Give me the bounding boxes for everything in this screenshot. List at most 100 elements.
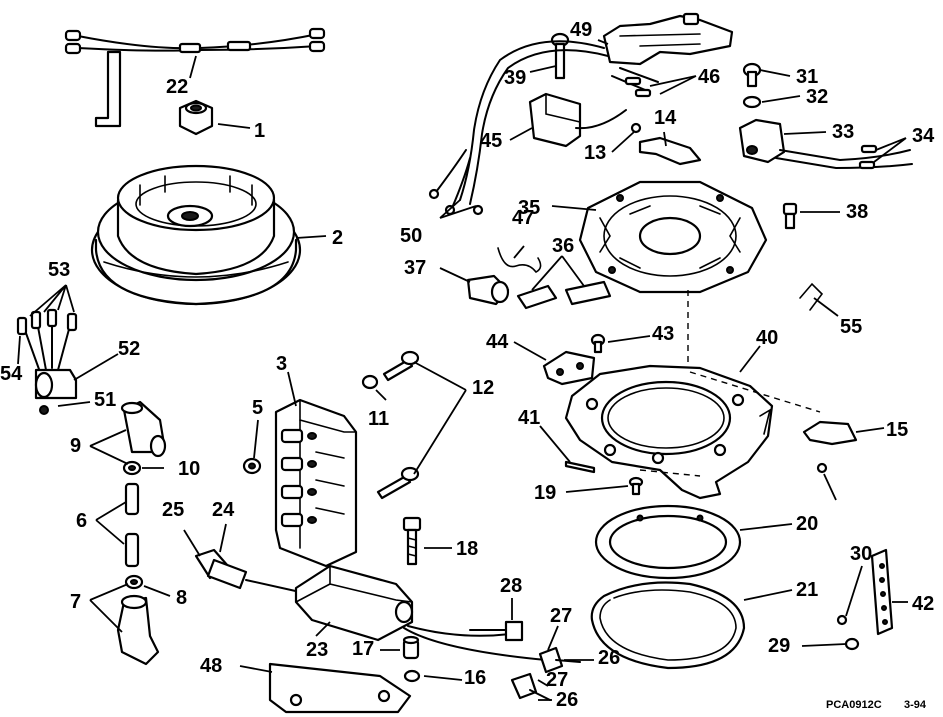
callout-3: 3: [276, 353, 287, 375]
part-36-sleeves: [516, 280, 612, 310]
part-18-bolt: [402, 516, 422, 566]
part-9-elbow-hose: [120, 400, 167, 458]
callout-49: 49: [570, 19, 592, 41]
part-37-connector: [466, 274, 510, 306]
callout-17: 17: [352, 638, 374, 660]
callout-51: 51: [94, 389, 116, 411]
part-35-stator-plate: [578, 180, 768, 294]
part-49-switch-assembly: [459, 12, 734, 205]
callout-11: 11: [368, 408, 389, 430]
part-13-screw-lower: [816, 462, 828, 474]
callout-10: 10: [178, 458, 200, 480]
callout-2: 2: [332, 227, 343, 249]
part-24-spark-plug-boot: [206, 558, 301, 593]
callout-24: 24: [212, 499, 235, 521]
callout-8: 8: [176, 587, 187, 609]
callout-40: 40: [756, 327, 778, 349]
callout-30: 30: [850, 543, 872, 565]
part-5-washer: [242, 457, 262, 475]
callout-37: 37: [404, 257, 426, 279]
callout-38: 38: [846, 201, 868, 223]
date-code: 3-94: [904, 699, 927, 711]
callout-6: 6: [76, 510, 87, 532]
part-39-screw: [550, 32, 570, 80]
callout-47: 47: [512, 207, 534, 229]
part-6-tubes: [124, 482, 140, 568]
part-16-washer: [403, 669, 421, 683]
callout-53: 53: [48, 259, 70, 281]
callout-29: 29: [768, 635, 790, 657]
callout-44: 44: [486, 331, 509, 353]
part-21-retaining-ring: [590, 581, 746, 670]
part-7-elbow: [116, 594, 160, 666]
part-31-screw: [742, 62, 762, 88]
callout-55: 55: [840, 316, 862, 338]
callout-16: 16: [464, 667, 486, 689]
part-26-terminal: [529, 659, 581, 701]
part-44-bracket: [542, 350, 596, 386]
part-42-terminal-strip: [870, 548, 894, 636]
callout-20: 20: [796, 513, 818, 535]
callout-15: 15: [886, 419, 908, 441]
part-14-clip: [638, 136, 702, 166]
callout-27-upper: 27: [550, 605, 572, 627]
part-17-spacer: [402, 635, 420, 660]
part-38-screw: [782, 202, 798, 230]
part-43-screw: [590, 333, 606, 354]
callout-5: 5: [252, 397, 263, 419]
part-22-wire-harness: [64, 27, 326, 128]
part-47-retainer-clip: [497, 247, 542, 274]
callout-25: 25: [162, 499, 184, 521]
callout-50: 50: [400, 225, 422, 247]
callout-48: 48: [200, 655, 222, 677]
callout-22: 22: [166, 76, 188, 98]
callout-41: 41: [518, 407, 540, 429]
callout-35: 35: [518, 197, 540, 219]
callout-33: 33: [832, 121, 854, 143]
callout-45: 45: [480, 130, 502, 152]
callout-52: 52: [118, 338, 140, 360]
callout-39: 39: [504, 67, 526, 89]
part-33-charge-coil: [738, 118, 913, 170]
callout-19: 19: [534, 482, 556, 504]
part-2-flywheel: [90, 164, 302, 306]
part-15-cam-follower: [802, 420, 858, 446]
callout-43: 43: [652, 323, 674, 345]
part-10-clamp: [122, 460, 142, 476]
callout-31: 31: [796, 66, 818, 88]
callout-28: 28: [500, 575, 522, 597]
part-45-sensor: [528, 92, 627, 148]
part-30-screw: [836, 614, 848, 626]
callout-32: 32: [806, 86, 828, 108]
part-34-terminals: [858, 144, 878, 170]
callout-14: 14: [654, 107, 677, 129]
callout-42: 42: [912, 593, 934, 615]
callout-34: 34: [912, 125, 935, 147]
part-8-clamp: [124, 574, 144, 590]
callout-12: 12: [472, 377, 494, 399]
part-12-screws: [376, 350, 420, 500]
part-28-terminal: [469, 620, 524, 642]
part-23-ignition-coil: [294, 564, 547, 661]
part-41-screw: [564, 460, 596, 474]
part-46-leads: [611, 67, 659, 98]
callout-26-lower: 26: [556, 689, 578, 711]
callout-46: 46: [698, 66, 720, 88]
leader-lines: [17, 39, 908, 701]
callout-1: 1: [254, 120, 265, 142]
part-32-washer: [742, 95, 762, 109]
part-11-washer: [361, 374, 379, 390]
part-1-flywheel-nut: [178, 99, 214, 136]
callout-26-upper: 26: [598, 647, 620, 669]
part-52-connector-block: [16, 308, 78, 415]
callout-13-upper: 13: [584, 142, 606, 164]
part-27-terminal-boot: [510, 646, 564, 700]
callout-54: 54: [0, 363, 23, 385]
callout-9: 9: [70, 435, 81, 457]
callout-7: 7: [70, 591, 81, 613]
figure-code: PCA0912C: [826, 699, 882, 711]
part-40-mounting-plate: [564, 364, 774, 500]
callout-labels: 1 2 3 5 6 7 8 9 10 11 12 13 14 15 16 17 …: [0, 19, 935, 711]
part-20-ring: [594, 504, 742, 580]
